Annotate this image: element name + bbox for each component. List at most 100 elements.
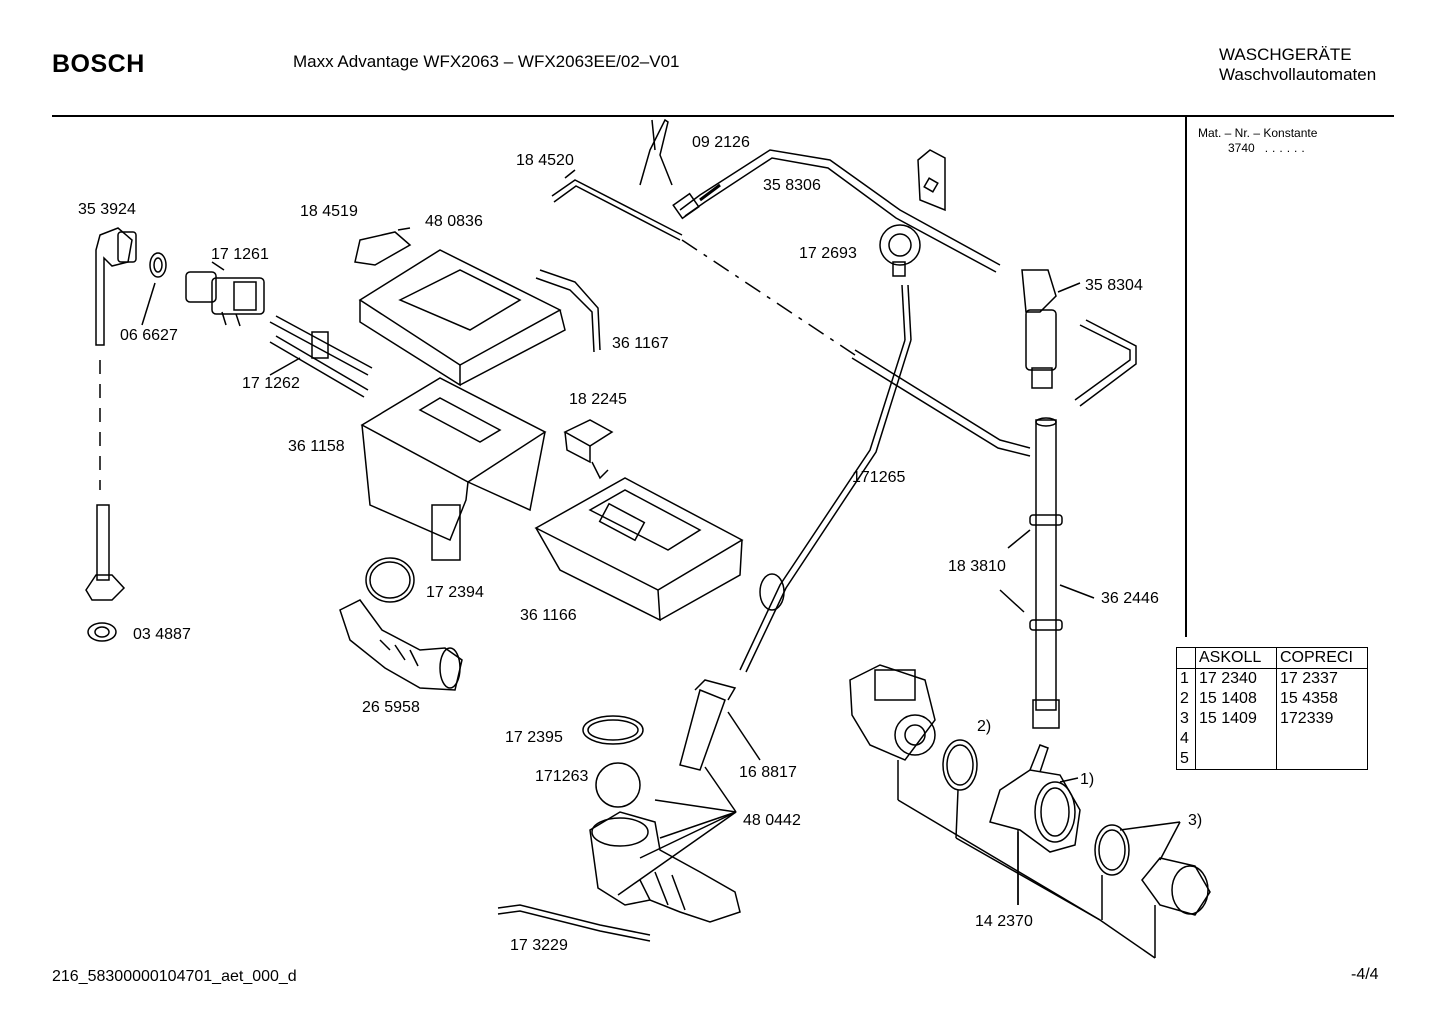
air-trap-358304 xyxy=(1021,269,1081,389)
dashed-route xyxy=(681,239,1031,457)
header-index-cell xyxy=(1176,647,1196,669)
part-label: 36 2446 xyxy=(1101,590,1159,607)
part-label: 17 2693 xyxy=(799,245,857,262)
table-row: 4 xyxy=(1176,729,1368,749)
seal-ring-172395 xyxy=(582,715,644,745)
table-row: 3 15 1409 172339 xyxy=(1176,709,1368,729)
detergent-drawer-housing-480836 xyxy=(354,227,566,387)
reference-label: 2) xyxy=(977,718,992,735)
part-label: 36 1167 xyxy=(612,335,669,352)
row-index: 1 xyxy=(1176,668,1196,689)
copreci-part xyxy=(1277,729,1368,749)
ball-171263 xyxy=(595,762,641,808)
supplier-table-header: ASKOLL COPRECI xyxy=(1176,647,1368,669)
seal-ring-3 xyxy=(1094,821,1181,920)
part-label: 26 5958 xyxy=(362,699,420,716)
part-label: 18 3810 xyxy=(948,558,1006,575)
sump-housing-480442 xyxy=(589,766,741,923)
part-label: 171265 xyxy=(852,469,906,486)
pump-bracket-lines xyxy=(955,830,1156,959)
pressure-hose-171265 xyxy=(739,339,912,673)
part-label: 48 0442 xyxy=(743,812,801,829)
row-index: 3 xyxy=(1176,709,1196,729)
askoll-part: 17 2340 xyxy=(1195,668,1277,689)
header-divider xyxy=(52,115,1394,117)
material-number-value: 3740 xyxy=(1228,141,1255,155)
part-label: 35 8304 xyxy=(1085,277,1143,294)
seal-ring-066627 xyxy=(141,252,167,326)
category-heading: WASCHGERÄTE Waschvollautomaten xyxy=(1219,45,1376,85)
hose-358306 xyxy=(672,149,1001,273)
drawer-361166 xyxy=(534,477,744,622)
sensor-168817 xyxy=(679,679,761,771)
material-number-row: 3740...... xyxy=(1198,141,1317,156)
part-label: 09 2126 xyxy=(692,134,750,151)
part-label: 03 4887 xyxy=(133,626,191,643)
hose-184520 xyxy=(551,169,683,241)
table-row: 5 xyxy=(1176,749,1368,770)
part-label: 35 8306 xyxy=(763,177,821,194)
askoll-part xyxy=(1195,729,1277,749)
part-label: 36 1158 xyxy=(288,438,345,455)
part-label: 16 8817 xyxy=(739,764,797,781)
category-line-2: Waschvollautomaten xyxy=(1219,65,1377,84)
material-number-dots: ...... xyxy=(1264,141,1309,155)
part-label: 48 0836 xyxy=(425,213,483,230)
pressure-switch-172693 xyxy=(879,224,921,341)
row-index: 2 xyxy=(1176,689,1196,709)
part-label: 18 2245 xyxy=(569,391,627,408)
sidebar-divider xyxy=(1185,117,1187,637)
askoll-part: 15 1408 xyxy=(1195,689,1277,709)
table-row: 1 17 2340 17 2337 xyxy=(1176,668,1368,689)
hose-361167 xyxy=(535,269,601,353)
drawing-id: 216_58300000104701_aet_000_d xyxy=(52,968,297,985)
part-label: 17 3229 xyxy=(510,937,568,954)
hose-173229 xyxy=(497,904,651,942)
row-index: 4 xyxy=(1176,729,1196,749)
table-row: 2 15 1408 15 4358 xyxy=(1176,689,1368,709)
plug-034887 xyxy=(87,622,117,642)
seal-ring-172394 xyxy=(365,557,415,603)
bracket-plate xyxy=(917,149,946,212)
document-title: Maxx Advantage WFX2063 – WFX2063EE/02–V0… xyxy=(293,52,680,71)
part-label: 35 3924 xyxy=(78,201,136,218)
part-label: 171263 xyxy=(535,768,589,785)
part-label: 36 1166 xyxy=(520,607,577,624)
copreci-part: 15 4358 xyxy=(1280,690,1338,707)
bracket-092126 xyxy=(639,118,673,186)
part-label: 17 2395 xyxy=(505,729,563,746)
bellows-hose-265958 xyxy=(339,599,463,691)
copreci-part xyxy=(1277,749,1368,770)
drawer-tray-361158 xyxy=(360,377,547,561)
header-copreci: COPRECI xyxy=(1276,647,1368,669)
part-label: 18 4520 xyxy=(516,152,574,169)
header-askoll: ASKOLL xyxy=(1195,647,1277,669)
part-label: 18 4519 xyxy=(300,203,358,220)
part-label: 06 6627 xyxy=(120,327,178,344)
reference-label: 1) xyxy=(1080,771,1095,788)
row-index: 5 xyxy=(1176,749,1196,770)
copreci-part: 17 2337 xyxy=(1280,670,1338,687)
part-label: 14 2370 xyxy=(975,913,1033,930)
hose-set-171262 xyxy=(269,315,373,398)
inlet-valve-171261 xyxy=(185,261,265,327)
pump-housing-1 xyxy=(989,744,1081,905)
reference-label: 3) xyxy=(1188,812,1203,829)
clip-182245 xyxy=(563,419,614,480)
part-label: 17 2394 xyxy=(426,584,484,601)
material-number-box: Mat. – Nr. – Konstante 3740...... xyxy=(1198,126,1317,156)
part-label: 17 1261 xyxy=(211,246,269,263)
askoll-part xyxy=(1195,749,1277,770)
part-label: 17 1262 xyxy=(242,375,300,392)
filter-3 xyxy=(1141,821,1211,958)
inlet-elbow-hose xyxy=(85,227,137,601)
drain-tube-362446 xyxy=(999,417,1095,729)
askoll-part: 15 1409 xyxy=(1195,709,1277,729)
supplier-table: ASKOLL COPRECI 1 17 2340 17 2337 2 15 14… xyxy=(1176,647,1368,770)
category-line-1: WASCHGERÄTE xyxy=(1219,45,1352,64)
copreci-part: 172339 xyxy=(1280,710,1334,727)
brand-logo: BOSCH xyxy=(52,50,145,78)
seal-ring-2 xyxy=(942,739,978,839)
material-number-label: Mat. – Nr. – Konstante xyxy=(1198,126,1318,140)
